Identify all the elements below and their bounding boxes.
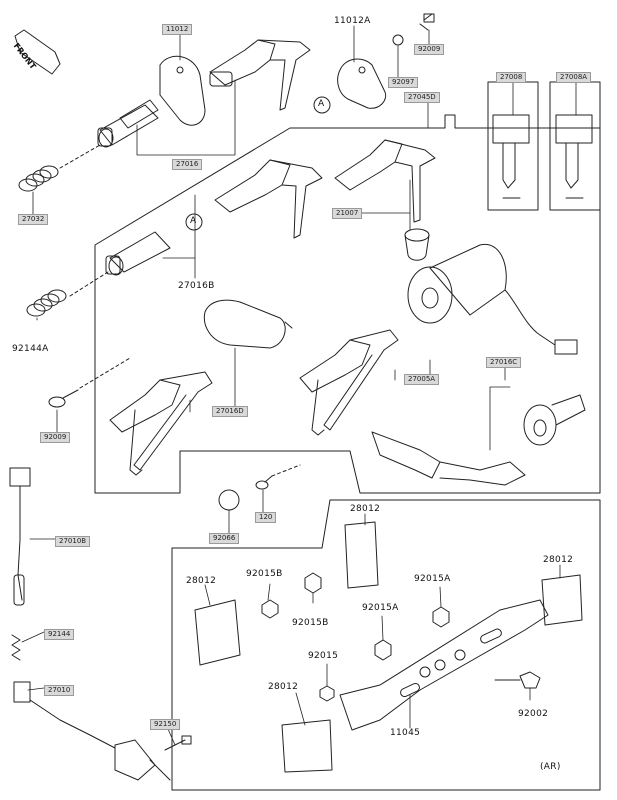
screw-120-icon [255,475,273,490]
part-label-92097: 92097 [388,77,419,88]
lock-cylinder-27016b-icon [105,231,171,276]
switch-27010-icon [13,681,171,781]
part-label-27016: 27016 [172,159,203,170]
key-blank-box-2 [549,81,601,211]
screw-92009-icon [419,13,435,31]
part-label-27008: 27008 [496,72,527,83]
part-label-92009-lower: 92009 [40,432,71,443]
plate-28012-right-icon [541,574,583,626]
main-assembly-frame [94,114,601,494]
part-label-92002: 92002 [518,709,549,719]
callout-a-mid-label: A [190,216,197,226]
spring-92144-icon [11,634,21,661]
part-label-11012: 11012 [162,24,193,35]
nut-92015b-upper-icon [261,599,279,619]
part-label-27032: 27032 [18,214,49,225]
nut-92015a-mid-icon [374,639,392,661]
part-label-92015: 92015 [308,651,339,661]
part-label-28012-bottom: 28012 [268,682,299,692]
part-label-11012a: 11012A [334,16,371,26]
key-top-left-icon [209,39,311,111]
part-label-27016b: 27016B [178,281,215,291]
bolt-92002-icon [494,671,541,689]
part-label-28012-top: 28012 [350,504,381,514]
key-middle-right-icon [334,139,436,223]
part-label-92066: 92066 [209,533,240,544]
part-label-120: 120 [255,512,277,523]
part-label-27016c: 27016C [486,357,522,368]
part-label-21007: 21007 [332,208,363,219]
key-blank-27008-icon [492,114,530,199]
plate-28012-top-icon [344,521,379,589]
part-label-92015b-lower: 92015B [292,618,329,628]
key-lower-left-icon [109,371,213,476]
nut-92015a-upper-icon [432,606,450,628]
plate-28012-bottom-icon [281,719,333,773]
part-label-27045d: 27045D [404,92,440,103]
part-label-27016d: 27016D [212,406,248,417]
part-label-92015a-upper: 92015A [414,574,451,584]
washer-92097-icon [392,34,404,46]
cover-plate-11012-icon [159,55,206,126]
part-label-92009-top: 92009 [414,44,445,55]
part-label-92015a-mid: 92015A [362,603,399,613]
region-note-ar: (AR) [540,762,561,772]
dust-cap-21007-icon [404,228,430,261]
part-label-92144: 92144 [44,629,75,640]
part-label-11045: 11045 [390,728,421,738]
callout-a-top-label: A [318,99,325,109]
cover-27016d-icon [203,299,293,349]
part-label-28012-right: 28012 [543,555,574,565]
bolt-92150-icon [164,735,192,751]
part-label-92144a: 92144A [12,344,49,354]
spring-27032-icon [18,165,59,192]
leader-lines [21,25,577,746]
nut-92015-icon [319,685,335,702]
callout-a-mid [185,213,203,231]
nut-92015b-lower-icon [304,572,322,594]
key-blank-27008a-icon [555,114,593,199]
key-middle-left-icon [214,159,323,239]
cover-plate-11012a-icon [337,58,387,109]
part-label-27005a: 27005A [404,374,440,385]
plate-28012-left-icon [194,599,241,666]
part-label-27010b: 27010B [55,536,91,547]
kickstand-frame [171,499,601,791]
ignition-switch-27005a-icon [407,243,578,355]
part-label-92150: 92150 [150,719,181,730]
screw-92009-lower-icon [48,389,79,408]
lock-cylinder-27016-icon [97,99,159,148]
spring-92144a-icon [26,289,67,317]
kickstand-bracket-11045-icon [339,599,549,731]
part-label-27010: 27010 [44,685,75,696]
key-set-27016c-icon [371,394,586,486]
front-arrow-icon [14,29,61,75]
callout-a-top [313,96,331,114]
key-lower-center-icon [299,329,399,436]
part-label-92015b-upper: 92015B [246,569,283,579]
switch-wire-27010b-icon [9,467,31,606]
part-label-27008a: 27008A [556,72,592,83]
part-label-28012-left: 28012 [186,576,217,586]
cap-92066-icon [218,489,240,511]
